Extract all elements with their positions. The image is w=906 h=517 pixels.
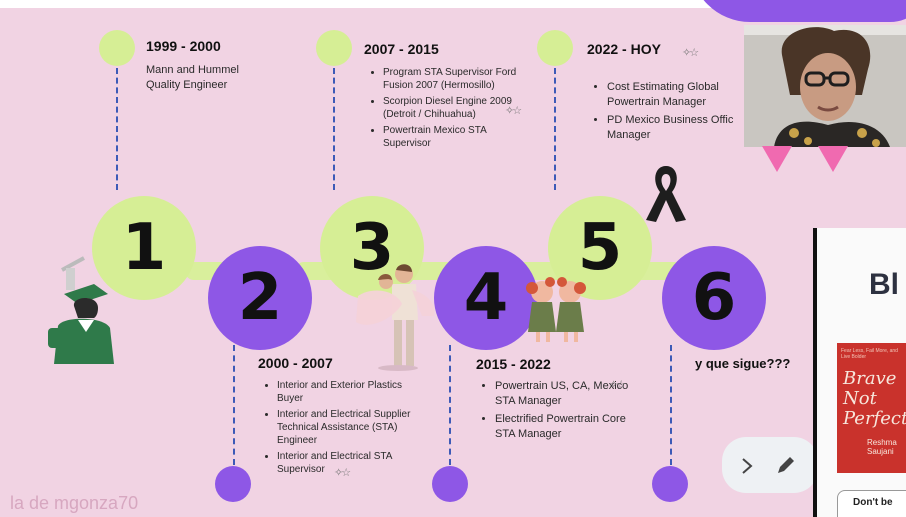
- milestone-period: 2000 - 2007: [258, 355, 333, 371]
- milestone-period: 1999 - 2000: [146, 38, 221, 54]
- list-item: Program STA Supervisor Ford Fusion 2007 …: [383, 66, 528, 92]
- book-title-line: Not: [843, 388, 877, 409]
- presenter-label: la de mgonza70: [10, 493, 139, 513]
- pink-triangle-decoration: [762, 146, 792, 172]
- milestone-circle-6: 6: [662, 246, 766, 350]
- panel-divider: [813, 228, 817, 517]
- top-strip: [0, 0, 906, 8]
- decorative-blob: [690, 0, 906, 22]
- caption-box: Don't be: [837, 490, 906, 517]
- sparkle-icon: ✧☆: [609, 379, 626, 391]
- book-author: Reshma Saujani: [867, 438, 897, 456]
- next-slide-icon[interactable]: [740, 457, 754, 475]
- side-content-panel: Bl Fear Less, Fail More, and Live Bolder…: [817, 228, 906, 517]
- milestone-items: Program STA Supervisor Ford Fusion 2007 …: [371, 66, 528, 153]
- milestone-number: 1: [121, 211, 167, 285]
- webcam-feed-image: [744, 25, 906, 147]
- timeline-dot: [215, 466, 251, 502]
- list-item: Electrified Powertrain Core STA Manager: [495, 412, 640, 442]
- milestone-items: Powertrain US, CA, Mexico STA Manager El…: [483, 379, 640, 445]
- milestone-items: Interior and Exterior Plastics Buyer Int…: [265, 379, 427, 479]
- dashed-line: [449, 345, 451, 465]
- milestone-circle-3: 3: [320, 196, 424, 300]
- caption-text: Don't be: [853, 497, 893, 508]
- book-subtitle: Fear Less, Fail More, and Live Bolder: [841, 348, 898, 360]
- panel-heading: Bl: [869, 268, 899, 301]
- milestone-circle-1: 1: [92, 196, 196, 300]
- book-title-line: Brave: [843, 368, 897, 389]
- timeline-dot: [432, 466, 468, 502]
- pen-icon[interactable]: [774, 453, 798, 477]
- milestone-circle-4: 4: [434, 246, 538, 350]
- milestone-number: 2: [237, 261, 283, 335]
- list-item: Powertrain Mexico STA Supervisor: [383, 124, 528, 150]
- list-item: Interior and Electrical Supplier Technic…: [277, 408, 427, 447]
- list-item: PD Mexico Business Offic Manager: [607, 113, 757, 143]
- dashed-line: [116, 68, 118, 190]
- milestone-period: 2007 - 2015: [364, 41, 439, 57]
- book-title: Brave Not Perfect: [843, 369, 906, 429]
- dashed-line: [670, 345, 672, 465]
- book-title-line: Perfect: [843, 408, 906, 429]
- milestone-number: 4: [463, 261, 509, 335]
- list-item: Powertrain US, CA, Mexico STA Manager: [495, 379, 640, 409]
- timeline-dot: [652, 466, 688, 502]
- dashed-line: [233, 345, 235, 465]
- wedding-couple-illustration: [356, 264, 435, 371]
- list-item: Interior and Exterior Plastics Buyer: [277, 379, 427, 405]
- book-cover: Fear Less, Fail More, and Live Bolder Br…: [837, 343, 906, 473]
- timeline-dot: [537, 30, 573, 66]
- milestone-period: 2022 - HOY: [587, 41, 661, 57]
- milestone-period: y que sigue???: [695, 356, 791, 371]
- milestone-description: Mann and Hummel Quality Engineer: [146, 63, 239, 93]
- awareness-ribbon-icon: [646, 166, 686, 222]
- timeline-dot: [316, 30, 352, 66]
- milestone-items: Cost Estimating Global Powertrain Manage…: [595, 80, 757, 146]
- description-line: Quality Engineer: [146, 79, 228, 91]
- list-item: Cost Estimating Global Powertrain Manage…: [607, 80, 757, 110]
- children-illustration: [526, 277, 586, 342]
- milestone-number: 3: [349, 211, 395, 285]
- milestone-number: 5: [577, 211, 623, 285]
- description-line: Mann and Hummel: [146, 64, 239, 76]
- pink-triangle-decoration: [818, 146, 848, 172]
- sparkle-icon: ✧☆: [505, 105, 522, 117]
- presenter-video[interactable]: [744, 25, 906, 147]
- milestone-period: 2015 - 2022: [476, 356, 551, 372]
- milestone-circle-2: 2: [208, 246, 312, 350]
- graduate-illustration: [48, 256, 114, 364]
- dashed-line: [333, 68, 335, 190]
- milestone-number: 6: [691, 261, 737, 335]
- sparkle-icon: ✧☆: [334, 467, 351, 479]
- timeline-dot: [99, 30, 135, 66]
- sparkle-icon: ✧☆: [682, 47, 699, 59]
- dashed-line: [554, 68, 556, 190]
- slide-nav-control: [722, 437, 818, 493]
- list-item: Scorpion Diesel Engine 2009 (Detroit / C…: [383, 95, 528, 121]
- list-item: Interior and Electrical STA Supervisor: [277, 450, 427, 476]
